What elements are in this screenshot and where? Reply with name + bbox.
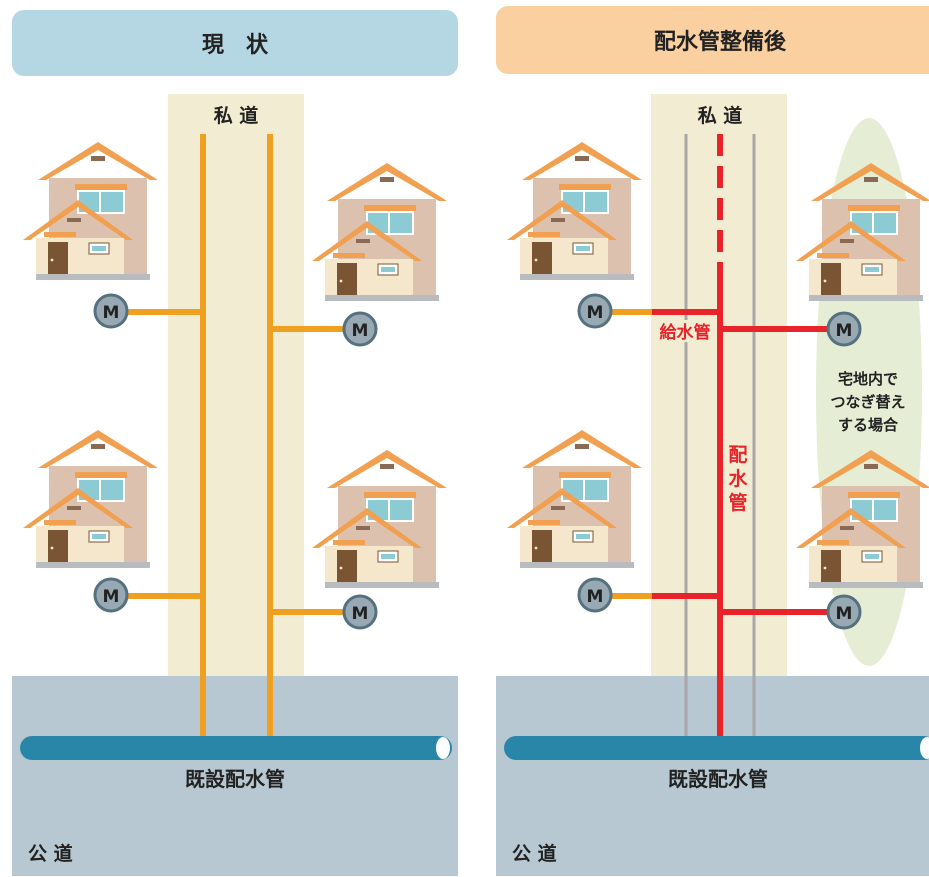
- right-retained-service-stubs: [610, 309, 652, 599]
- left-house-top-right: [311, 162, 448, 302]
- left-main-pipe: [20, 736, 452, 760]
- svg-text:M: M: [352, 321, 369, 341]
- right-public-road: [496, 676, 929, 876]
- right-private-road-label: 私 道: [698, 104, 743, 127]
- svg-text:M: M: [352, 604, 369, 624]
- left-meter-2: M: [342, 311, 378, 347]
- right-meter-4: M: [826, 594, 862, 630]
- left-house-bottom-left: [22, 429, 159, 569]
- service-pipe-label-bg: [654, 320, 716, 342]
- left-meter-1: M: [93, 293, 129, 329]
- right-public-road-label: 公 道: [512, 842, 557, 865]
- right-meter-3: M: [577, 577, 613, 613]
- svg-text:M: M: [587, 587, 604, 607]
- left-house-bottom-right: [311, 449, 448, 589]
- svg-text:M: M: [103, 303, 120, 323]
- right-house-top-left: [506, 141, 643, 281]
- on-site-note-line-2: つなぎ替え: [830, 393, 905, 411]
- left-header-box: [12, 10, 458, 76]
- left-header-title: 現 状: [202, 33, 269, 58]
- right-main-pipe: [504, 736, 929, 760]
- right-meter-1: M: [577, 293, 613, 329]
- left-public-road-label: 公 道: [28, 842, 73, 865]
- distribution-pipe-label-3: 管: [728, 491, 747, 514]
- left-private-road-label: 私 道: [214, 104, 259, 127]
- left-panel: 現 状 私 道 M M M M: [12, 10, 458, 876]
- right-header-box: [496, 6, 929, 74]
- on-site-note-line-3: する場合: [838, 416, 899, 434]
- service-pipe-label: 給水管: [660, 322, 711, 343]
- right-abandoned-pipes: [684, 134, 756, 738]
- svg-text:M: M: [836, 321, 853, 341]
- svg-text:M: M: [836, 604, 853, 624]
- svg-text:M: M: [103, 587, 120, 607]
- svg-text:M: M: [587, 303, 604, 323]
- distribution-pipe-label-1: 配: [728, 444, 747, 466]
- right-header-title: 配水管整備後: [654, 29, 787, 55]
- distribution-pipe-label-2: 水: [728, 468, 748, 490]
- left-public-road: [12, 676, 458, 876]
- left-private-road: [168, 94, 304, 680]
- on-site-note-line-1: 宅地内で: [838, 370, 898, 388]
- right-new-pipes: [652, 134, 828, 738]
- left-meter-4: M: [342, 594, 378, 630]
- right-panel: 配水管整備後 私 道 M: [496, 6, 929, 876]
- left-existing-pipes: [126, 134, 344, 738]
- right-main-pipe-label: 既設配水管: [668, 767, 768, 791]
- left-main-pipe-label: 既設配水管: [185, 767, 285, 791]
- left-house-top-left: [22, 141, 159, 281]
- right-house-bottom-left: [506, 429, 643, 569]
- left-meter-3: M: [93, 577, 129, 613]
- right-meter-2: M: [826, 311, 862, 347]
